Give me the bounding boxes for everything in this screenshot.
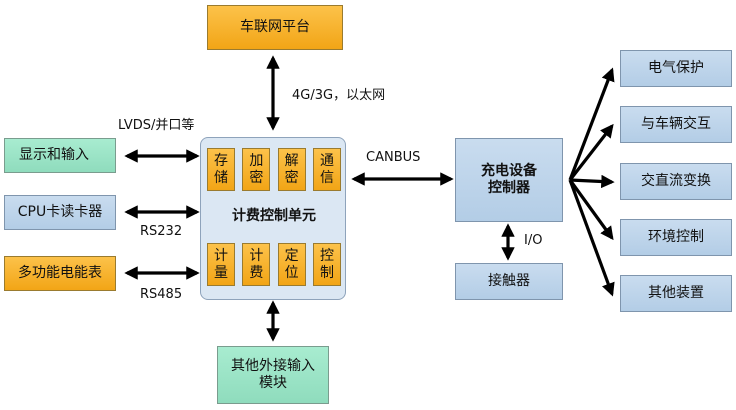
output-electrical-protection: 电气保护	[620, 50, 732, 87]
tile-encrypt: 加 密	[242, 148, 271, 191]
tile-row-top: 存 储 加 密 解 密 通 信	[207, 148, 341, 191]
output-acdc-conversion-label: 交直流变换	[641, 172, 711, 189]
tile-storage: 存 储	[207, 148, 235, 191]
meter-label: 多功能电能表	[18, 264, 102, 281]
arrow-out-3	[569, 174, 615, 189]
display-input-node: 显示和输入	[4, 138, 116, 173]
other-input-label: 其他外接输入 模块	[231, 357, 315, 392]
tile-decrypt: 解 密	[277, 148, 306, 191]
rs485-label: RS485	[140, 287, 183, 302]
output-environment-control-label: 环境控制	[648, 228, 704, 245]
rs232-label: RS232	[140, 224, 183, 239]
io-label: I/O	[524, 233, 543, 248]
meter-node: 多功能电能表	[4, 256, 116, 291]
lvds-label: LVDS/并口等	[118, 118, 195, 133]
display-input-label: 显示和输入	[19, 146, 89, 163]
tile-metering-label: 计 量	[214, 247, 228, 281]
platform-node: 车联网平台	[207, 5, 343, 50]
tile-positioning-label: 定 位	[284, 247, 299, 281]
output-vehicle-interaction: 与车辆交互	[620, 106, 732, 143]
card-reader-node: CPU卡读卡器	[4, 195, 116, 230]
tile-storage-label: 存 储	[214, 152, 228, 186]
tile-row-bottom: 计 量 计 费 定 位 控 制	[207, 243, 341, 286]
contactor-label: 接触器	[488, 272, 530, 289]
arrow-out-1	[568, 67, 615, 181]
charger-controller-label: 充电设备 控制器	[481, 162, 537, 197]
platform-label: 车联网平台	[240, 18, 310, 35]
output-environment-control: 环境控制	[620, 219, 732, 256]
control-unit: 存 储 加 密 解 密 通 信 计费控制单元 计 量 计 费 定 位 控 制	[200, 137, 346, 300]
tile-control-label: 控 制	[319, 247, 334, 281]
control-unit-title: 计费控制单元	[232, 208, 316, 224]
output-electrical-protection-label: 电气保护	[648, 59, 704, 76]
tile-positioning: 定 位	[277, 243, 306, 286]
output-other-devices: 其他装置	[620, 275, 732, 312]
canbus-label: CANBUS	[366, 150, 421, 165]
arrow-out-4	[568, 179, 614, 241]
network-label: 4G/3G，以太网	[292, 88, 386, 103]
output-acdc-conversion: 交直流变换	[620, 163, 732, 200]
output-vehicle-interaction-label: 与车辆交互	[641, 115, 711, 132]
other-input-node: 其他外接输入 模块	[217, 346, 329, 404]
arrow-out-2	[568, 123, 614, 181]
tile-billing-label: 计 费	[249, 247, 264, 281]
tile-communication: 通 信	[312, 148, 341, 191]
arrow-out-5	[568, 179, 615, 297]
card-reader-label: CPU卡读卡器	[17, 203, 103, 220]
tile-encrypt-label: 加 密	[249, 152, 264, 186]
tile-communication-label: 通 信	[319, 152, 334, 186]
contactor-node: 接触器	[455, 263, 563, 300]
charger-controller-node: 充电设备 控制器	[455, 138, 563, 222]
tile-decrypt-label: 解 密	[284, 152, 299, 186]
tile-metering: 计 量	[207, 243, 235, 286]
tile-billing: 计 费	[242, 243, 271, 286]
tile-control: 控 制	[312, 243, 341, 286]
output-other-devices-label: 其他装置	[648, 284, 704, 301]
